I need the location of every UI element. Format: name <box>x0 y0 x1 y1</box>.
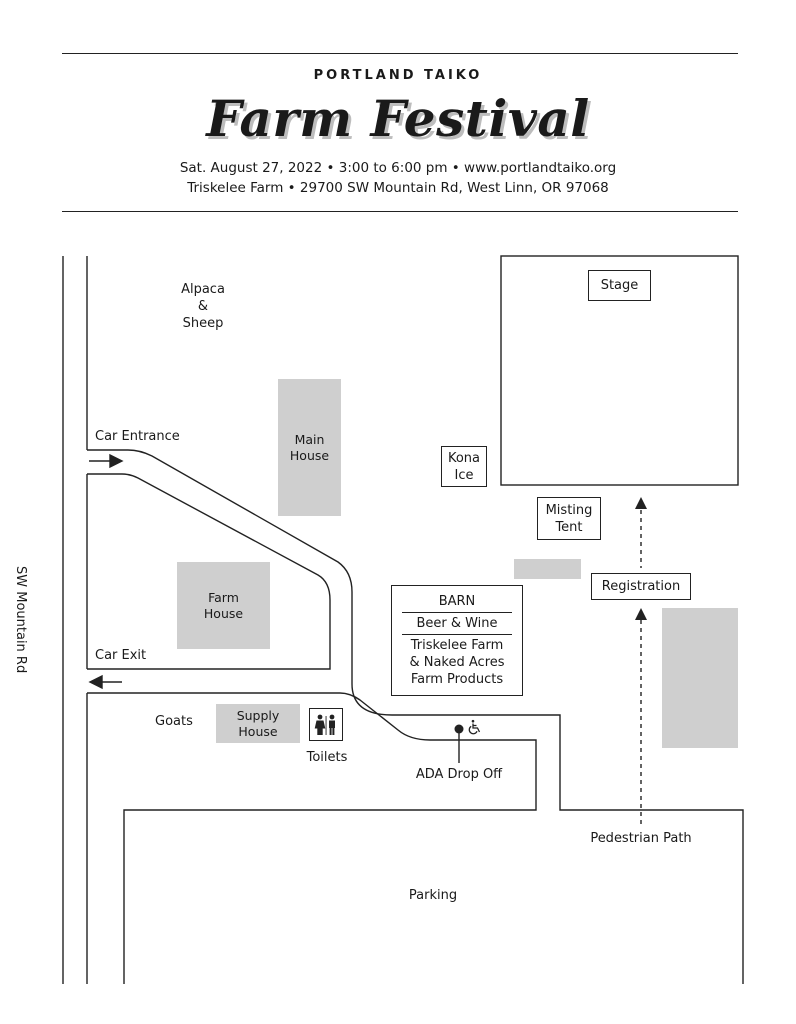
car-exit-label: Car Exit <box>95 648 147 663</box>
barn-products-line-1: Triskelee Farm <box>410 638 504 653</box>
restroom-icon <box>314 714 335 735</box>
toilets-icon <box>309 708 343 741</box>
top-rule <box>62 53 738 54</box>
road-label: SW Mountain Rd <box>13 566 28 674</box>
misting-tent-line-2: Tent <box>555 519 583 535</box>
main-house-line-2: House <box>289 447 330 463</box>
bottom-rule <box>62 211 738 212</box>
event-details: Sat. August 27, 2022 • 3:00 to 6:00 pm •… <box>179 160 617 176</box>
wheelchair-icon <box>468 719 481 735</box>
toilets-label: Toilets <box>306 750 348 765</box>
barn-box: BARN Beer & Wine Triskelee Farm & Naked … <box>391 585 523 696</box>
main-house-line-1: Main <box>294 431 325 447</box>
ada-drop-off-label: ADA Drop Off <box>415 767 503 782</box>
barn-divider-1 <box>402 612 512 613</box>
title-wrap: Farm Festival <box>0 84 796 156</box>
unlabeled-building-small <box>514 559 581 579</box>
barn-products-line-2: & Naked Acres <box>409 655 505 670</box>
car-entrance-label: Car Entrance <box>95 429 180 444</box>
supply-house-line-1: Supply <box>236 707 280 723</box>
barn-products-line-3: Farm Products <box>410 672 504 687</box>
alpaca-label-line-3: Sheep <box>182 316 224 331</box>
stage-box: Stage <box>588 270 651 301</box>
unlabeled-building-large <box>662 608 738 748</box>
farm-house-line-2: House <box>203 605 244 621</box>
supply-house-line-2: House <box>238 723 278 739</box>
barn-beer-wine: Beer & Wine <box>416 616 498 631</box>
alpaca-label-line-1: Alpaca <box>181 282 225 297</box>
parking-label: Parking <box>408 888 458 903</box>
barn-products: Triskelee Farm & Naked Acres Farm Produc… <box>402 635 512 688</box>
barn-divider-2 <box>402 634 512 635</box>
festival-title: Farm Festival <box>206 89 590 148</box>
goats-label: Goats <box>155 714 193 729</box>
barn-title: BARN <box>438 594 476 609</box>
farm-house-line-1: Farm <box>208 589 239 605</box>
registration-box: Registration <box>591 573 691 600</box>
kona-ice-line-2: Ice <box>454 467 474 483</box>
alpaca-sheep-label: Alpaca & Sheep <box>168 281 238 332</box>
event-address: Triskelee Farm • 29700 SW Mountain Rd, W… <box>187 180 609 196</box>
alpaca-label-line-2: & <box>197 299 209 314</box>
organization-name: PORTLAND TAIKO <box>313 68 483 83</box>
kona-ice-line-1: Kona <box>447 450 481 466</box>
misting-tent-line-1: Misting <box>545 502 593 518</box>
pedestrian-path-label: Pedestrian Path <box>590 831 692 846</box>
